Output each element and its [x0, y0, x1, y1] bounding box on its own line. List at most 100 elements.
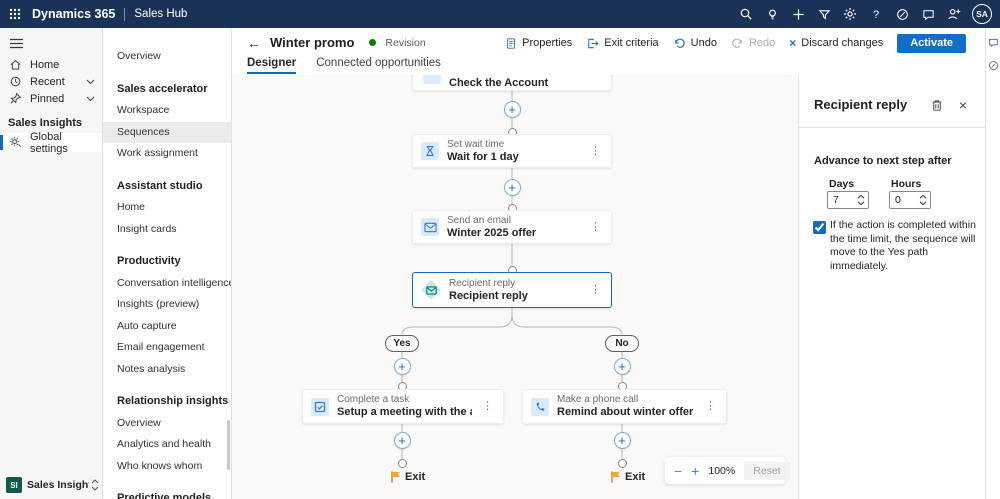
zoom-in-button[interactable]: +: [691, 462, 700, 479]
discard-changes-button[interactable]: Discard changes: [789, 37, 883, 49]
tab-bar: Designer Connected opportunities: [232, 57, 798, 75]
status-badge: Revision: [385, 36, 426, 49]
app-name[interactable]: Sales Hub: [134, 8, 188, 20]
hamburger-menu-icon[interactable]: [0, 34, 102, 52]
sidebar-item-pinned[interactable]: Pinned: [0, 90, 102, 107]
avatar[interactable]: SA: [972, 4, 992, 24]
delete-step-trash-icon[interactable]: [931, 99, 943, 112]
activate-button[interactable]: Activate: [897, 33, 966, 53]
nav-item-work-assignment[interactable]: Work assignment: [117, 147, 198, 159]
sidebar-item-recent[interactable]: Recent: [0, 73, 102, 90]
step-node-email[interactable]: Send an email Winter 2025 offer: [412, 210, 612, 244]
compose-circle-icon[interactable]: [988, 60, 999, 71]
quick-create-icon[interactable]: [790, 6, 806, 22]
add-step-button[interactable]: [393, 357, 411, 375]
nav-item-email-engagement[interactable]: Email engagement: [117, 341, 205, 353]
phone-icon: [531, 397, 549, 416]
nav-item-home[interactable]: Home: [117, 201, 146, 213]
undo-icon: [674, 38, 685, 48]
days-stepper[interactable]: [827, 191, 869, 209]
zoom-reset-button[interactable]: Reset: [744, 461, 790, 480]
hours-stepper[interactable]: [889, 191, 931, 209]
more-options-icon[interactable]: [588, 283, 603, 298]
tab-connected-opportunities[interactable]: Connected opportunities: [316, 57, 441, 69]
sidebar-item-global-settings[interactable]: Global settings: [0, 131, 102, 155]
feedback-chat-icon[interactable]: [920, 6, 936, 22]
exit-node: Exit: [391, 471, 425, 483]
area-switcher[interactable]: SI Sales Insights s...: [0, 471, 103, 499]
add-step-button[interactable]: [613, 431, 631, 449]
nav-item-overview-2[interactable]: Overview: [117, 416, 161, 429]
nav-item-insight-cards[interactable]: Insight cards: [117, 222, 177, 235]
close-panel-icon[interactable]: [959, 98, 967, 112]
nav-item-notes-analysis[interactable]: Notes analysis: [117, 362, 186, 375]
sequence-designer-canvas[interactable]: Check the Account Set wait time Wait for…: [232, 75, 798, 499]
nav-item-analytics-and-health[interactable]: Analytics and health: [117, 438, 211, 450]
branch-yes-pill: Yes: [385, 334, 419, 352]
scrollbar-thumb[interactable]: [227, 420, 230, 470]
more-options-icon[interactable]: [703, 399, 718, 414]
exit-criteria-button[interactable]: Exit criteria: [586, 37, 659, 50]
undo-button[interactable]: Undo: [673, 37, 717, 50]
nav-item-overview[interactable]: Overview: [117, 50, 161, 62]
add-step-button[interactable]: [393, 431, 411, 449]
nav-header-assistant-studio: Assistant studio: [117, 179, 203, 192]
filter-icon[interactable]: [816, 6, 832, 22]
add-step-button[interactable]: [613, 357, 631, 375]
back-arrow-icon[interactable]: [247, 36, 261, 50]
zoom-out-button[interactable]: −: [674, 462, 683, 479]
compose-icon[interactable]: [894, 6, 910, 22]
add-step-button[interactable]: [503, 178, 521, 196]
search-icon[interactable]: [738, 6, 754, 22]
user-add-icon[interactable]: [946, 6, 962, 22]
nav-header-sales-accelerator: Sales accelerator: [117, 82, 208, 95]
chevron-down-icon[interactable]: [86, 79, 95, 85]
hourglass-icon: [421, 142, 439, 160]
redo-button[interactable]: Redo: [731, 37, 775, 50]
redo-icon: [732, 38, 742, 48]
nav-item-auto-capture[interactable]: Auto capture: [117, 319, 177, 332]
settings-navigation: Overview Sales accelerator Workspace Seq…: [103, 28, 232, 499]
step-node-task[interactable]: Complete a task Setup a meeting with the…: [302, 389, 504, 424]
step-node-recipient-reply[interactable]: Recipient reply Recipient reply: [412, 272, 612, 308]
step-node-phone[interactable]: Make a phone call Remind about winter of…: [522, 389, 727, 424]
sidebar-item-home[interactable]: Home: [0, 56, 102, 73]
exit-flag-icon: [391, 471, 400, 483]
chevron-down-icon[interactable]: [86, 96, 95, 102]
stepper-updown-icon[interactable]: [857, 194, 865, 206]
divider: [799, 127, 985, 128]
nav-item-conversation-intelligence[interactable]: Conversation intelligence: [117, 276, 231, 289]
nav-header-relationship-insights: Relationship insights: [117, 395, 229, 407]
page-title: Winter promo: [270, 35, 355, 50]
help-icon[interactable]: ?: [868, 6, 884, 22]
nav-item-who-knows-whom[interactable]: Who knows whom: [117, 459, 203, 472]
chat-icon[interactable]: [988, 37, 999, 48]
step-node-wait[interactable]: Set wait time Wait for 1 day: [412, 134, 612, 168]
more-options-icon[interactable]: [588, 144, 603, 159]
clock-icon: [9, 75, 22, 88]
lightbulb-icon[interactable]: [764, 6, 780, 22]
branch-no-pill: No: [605, 334, 639, 352]
zoom-level: 100%: [708, 464, 736, 477]
brand-title[interactable]: Dynamics 365: [32, 7, 116, 21]
nav-item-workspace[interactable]: Workspace: [117, 104, 170, 116]
nav-item-insights-preview[interactable]: Insights (preview): [117, 298, 200, 310]
home-icon: [9, 58, 22, 71]
panel-section-label: Advance to next step after: [814, 155, 952, 167]
tab-designer[interactable]: Designer: [247, 57, 297, 74]
more-options-icon[interactable]: [480, 399, 495, 414]
settings-gear-icon[interactable]: [842, 6, 858, 22]
add-step-button[interactable]: [503, 100, 521, 118]
app-launcher-icon[interactable]: [0, 0, 30, 28]
nav-item-sequences[interactable]: Sequences: [103, 121, 231, 143]
stepper-updown-icon[interactable]: [919, 194, 927, 206]
days-input[interactable]: [828, 194, 852, 206]
sales-insights-badge: SI: [6, 477, 22, 493]
more-options-icon[interactable]: [588, 220, 603, 235]
properties-button[interactable]: Properties: [505, 37, 572, 50]
hours-input[interactable]: [890, 194, 914, 206]
condition-envelope-icon: [421, 280, 441, 300]
step-node-check-account[interactable]: Check the Account: [412, 75, 612, 91]
time-limit-checkbox[interactable]: [813, 221, 826, 234]
